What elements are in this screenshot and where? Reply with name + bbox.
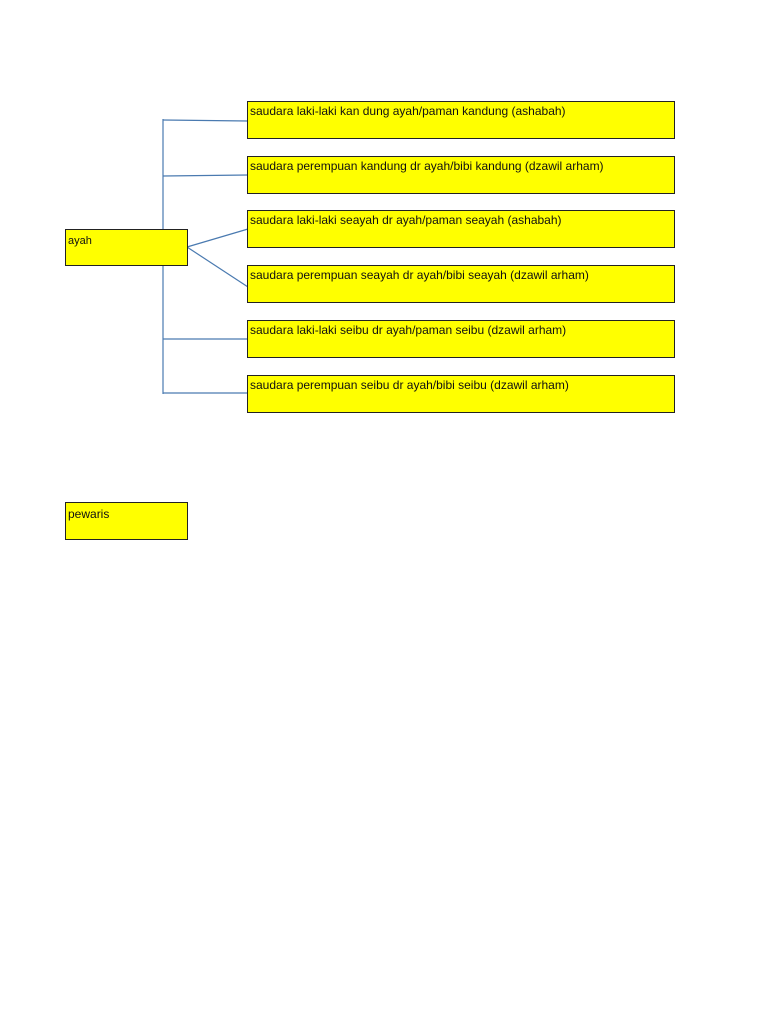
connector-branch-3 — [186, 228, 249, 248]
standalone-node-pewaris: pewaris — [65, 502, 188, 540]
child-node-1: saudara laki-laki kan dung ayah/paman ka… — [247, 101, 675, 139]
connector-branch-2 — [162, 174, 249, 177]
root-node-ayah: ayah — [65, 229, 188, 266]
child-node-6: saudara perempuan seibu dr ayah/bibi sei… — [247, 375, 675, 413]
child-node-4: saudara perempuan seayah dr ayah/bibi se… — [247, 265, 675, 303]
child-node-2: saudara perempuan kandung dr ayah/bibi k… — [247, 156, 675, 194]
child-node-3: saudara laki-laki seayah dr ayah/paman s… — [247, 210, 675, 248]
connector-branch-1 — [162, 119, 249, 122]
child-node-5: saudara laki-laki seibu dr ayah/paman se… — [247, 320, 675, 358]
connector-branch-4 — [186, 246, 249, 288]
